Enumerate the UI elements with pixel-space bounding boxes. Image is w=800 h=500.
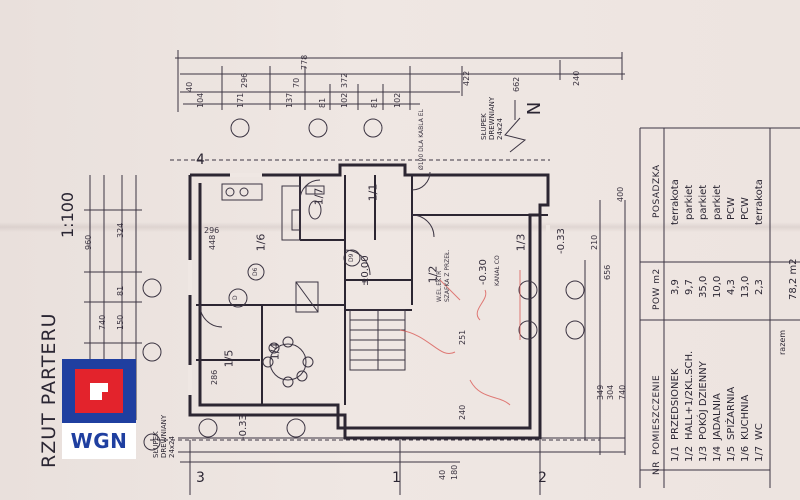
- level-label: -0.33: [556, 228, 567, 254]
- dimension: 400: [616, 186, 625, 202]
- table-cell-room: WC: [754, 423, 765, 440]
- table-cell-floor: PCW: [740, 197, 751, 220]
- table-cell-room: PRZEDSIONEK: [670, 368, 681, 440]
- room-label: 1/5: [222, 349, 236, 368]
- dimension: 296: [240, 72, 249, 88]
- room-label: 1/3: [514, 233, 528, 252]
- dimension: 448: [208, 234, 217, 250]
- table-cell-area: 2,3: [754, 279, 765, 295]
- axis-mark: 1: [392, 470, 401, 486]
- table-header-area: POW m2: [652, 268, 662, 310]
- table-cell-area: 9,7: [684, 279, 695, 295]
- dimension: 778: [300, 54, 309, 70]
- table-cell-floor: terrakota: [670, 179, 681, 225]
- dimension: 210: [590, 234, 599, 250]
- logo-mark: [62, 359, 136, 423]
- dimension: 656: [603, 264, 612, 280]
- dimension: 296: [204, 226, 220, 235]
- plan-note: D: [232, 295, 239, 300]
- table-cell-floor: terrakota: [754, 179, 765, 225]
- table-cell-nr: 1/5: [726, 445, 737, 462]
- plan-note: SZAFKA Z PRZEŁ.: [444, 249, 451, 302]
- dimension: 137: [285, 92, 294, 108]
- dimension: 349: [596, 384, 605, 400]
- wgn-logo: WGN: [62, 359, 136, 459]
- logo-text: WGN: [62, 423, 136, 459]
- slupek-note-right: SŁUPEK DREWNIANY 24x24: [480, 96, 504, 140]
- table-header-floor: POSADZKA: [652, 164, 662, 218]
- plan-note: W.EL.EKTR: [436, 270, 443, 302]
- table-cell-floor: parkiet: [684, 184, 695, 220]
- north-mark: N: [524, 101, 546, 116]
- table-cell-floor: parkiet: [712, 184, 723, 220]
- level-label: ±0.00: [360, 255, 371, 286]
- table-cell-nr: 1/4: [712, 445, 723, 462]
- dimension: 102: [340, 92, 349, 108]
- room-label: 1/6: [254, 233, 268, 252]
- table-cell-nr: 1/3: [698, 445, 709, 462]
- level-label: -0.30: [478, 259, 489, 285]
- plan-title: RZUT PARTERU: [38, 312, 60, 468]
- dimension: 422: [462, 70, 471, 86]
- dimension: 81: [318, 97, 327, 108]
- room-label: 1/4: [268, 342, 282, 361]
- dimension: 286: [210, 369, 219, 385]
- table-cell-area: 4,3: [726, 279, 737, 295]
- dimension: 251: [458, 329, 467, 345]
- table-cell-floor: parkiet: [698, 184, 709, 220]
- table-total-value: 78,2 m2: [788, 258, 799, 300]
- dimension: 81: [116, 285, 125, 296]
- dimension: 960: [84, 234, 93, 250]
- table-cell-room: POKÓJ DZIENNY: [698, 361, 709, 440]
- level-label: -0.33: [238, 414, 249, 440]
- dimension: 70: [292, 77, 301, 88]
- dimension: 150: [116, 314, 125, 330]
- table-cell-room: JADALNIA: [712, 393, 723, 440]
- table-cell-nr: 1/7: [754, 445, 765, 462]
- dimension: 240: [458, 404, 467, 420]
- table-cell-area: 10,0: [712, 275, 723, 298]
- dimension: 740: [618, 384, 627, 400]
- table-cell-area: 3,9: [670, 279, 681, 295]
- room-label: 1/7: [312, 187, 326, 206]
- plan-note: KANAŁ CO: [494, 255, 501, 286]
- table-cell-area: 35,0: [698, 275, 709, 298]
- plan-scale: 1:100: [58, 191, 77, 238]
- plan-note: Ø100 DLA KABLA EL: [418, 109, 425, 170]
- dimension: 180: [450, 464, 459, 480]
- dimension: 102: [393, 92, 402, 108]
- table-header-nr: NR: [652, 461, 662, 475]
- table-header-room: POMIESZCZENIE: [652, 374, 662, 455]
- axis-mark: 2: [538, 470, 547, 486]
- room-label: 1/1: [366, 183, 380, 202]
- dimension: 40: [185, 81, 194, 92]
- axis-mark: 3: [196, 470, 205, 486]
- table-cell-nr: 1/2: [684, 445, 695, 462]
- table-cell-nr: 1/6: [740, 445, 751, 462]
- table-cell-area: 13,0: [740, 275, 751, 298]
- paper-fold: [0, 222, 800, 232]
- dimension: 171: [236, 92, 245, 108]
- dimension: 40: [438, 469, 447, 480]
- dimension: 81: [370, 97, 379, 108]
- plan-note: D6: [252, 267, 259, 276]
- axis-mark: 4: [196, 152, 205, 168]
- slupek-note-left: SŁUPEK DREWNIANY 24x24: [152, 414, 176, 458]
- dimension: 104: [196, 92, 205, 108]
- dimension: 304: [606, 384, 615, 400]
- table-cell-nr: 1/1: [670, 445, 681, 462]
- dimension: 240: [572, 70, 581, 86]
- table-cell-floor: PCW: [726, 197, 737, 220]
- dimension: 324: [116, 222, 125, 238]
- table-cell-room: SPIŻARNIA: [726, 386, 737, 440]
- dimension: 740: [98, 314, 107, 330]
- plan-note: D9: [348, 253, 355, 262]
- table-cell-room: HALL+1/2KL.SCH.: [684, 350, 695, 440]
- dimension: 372: [340, 72, 349, 88]
- table-cell-room: KUCHNIA: [740, 394, 751, 440]
- dimension: 662: [512, 76, 521, 92]
- table-total-label: razem: [778, 329, 787, 355]
